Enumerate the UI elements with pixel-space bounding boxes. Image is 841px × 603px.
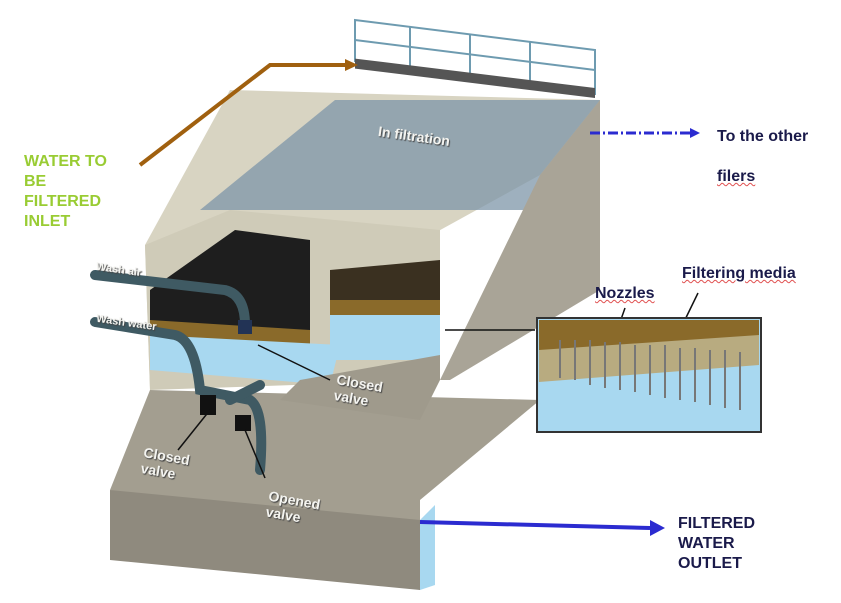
closed-valve-right xyxy=(238,320,252,334)
railing xyxy=(354,18,596,95)
inset-nozzles xyxy=(559,340,741,410)
water-surface xyxy=(200,100,600,210)
outlet-channel xyxy=(110,390,540,590)
channel-outlet-water xyxy=(420,505,435,590)
weir xyxy=(355,58,595,99)
inlet-arrowhead xyxy=(345,59,358,71)
opened-valve xyxy=(235,415,251,431)
left-cell-media xyxy=(150,230,310,340)
cell-floor xyxy=(280,355,440,420)
channel-front xyxy=(110,490,420,590)
tank-right-wall xyxy=(440,100,600,380)
closed-valve-left xyxy=(200,395,216,415)
outlet-arrowhead xyxy=(650,520,665,536)
to-other-line1: To the other xyxy=(717,128,809,145)
nozzles-label: Nozzles xyxy=(595,285,655,302)
outlet-label: FILTERED WATER OUTLET xyxy=(678,515,756,572)
left-cell-sand xyxy=(150,320,310,345)
right-cell-water xyxy=(330,315,440,360)
pointers xyxy=(177,292,699,479)
to-other-filters-label: To the other filers xyxy=(717,107,808,187)
inlet-arrow xyxy=(138,63,345,167)
outlet-arrow xyxy=(419,520,651,530)
pipes xyxy=(90,270,267,475)
to-other-line2: filers xyxy=(717,168,756,185)
filtering-media-label: Filtering media xyxy=(682,265,796,282)
to-other-arrowhead xyxy=(690,128,700,138)
inlet-label: WATER TO BE FILTERED INLET xyxy=(24,153,107,230)
right-cell-sand xyxy=(330,300,440,315)
